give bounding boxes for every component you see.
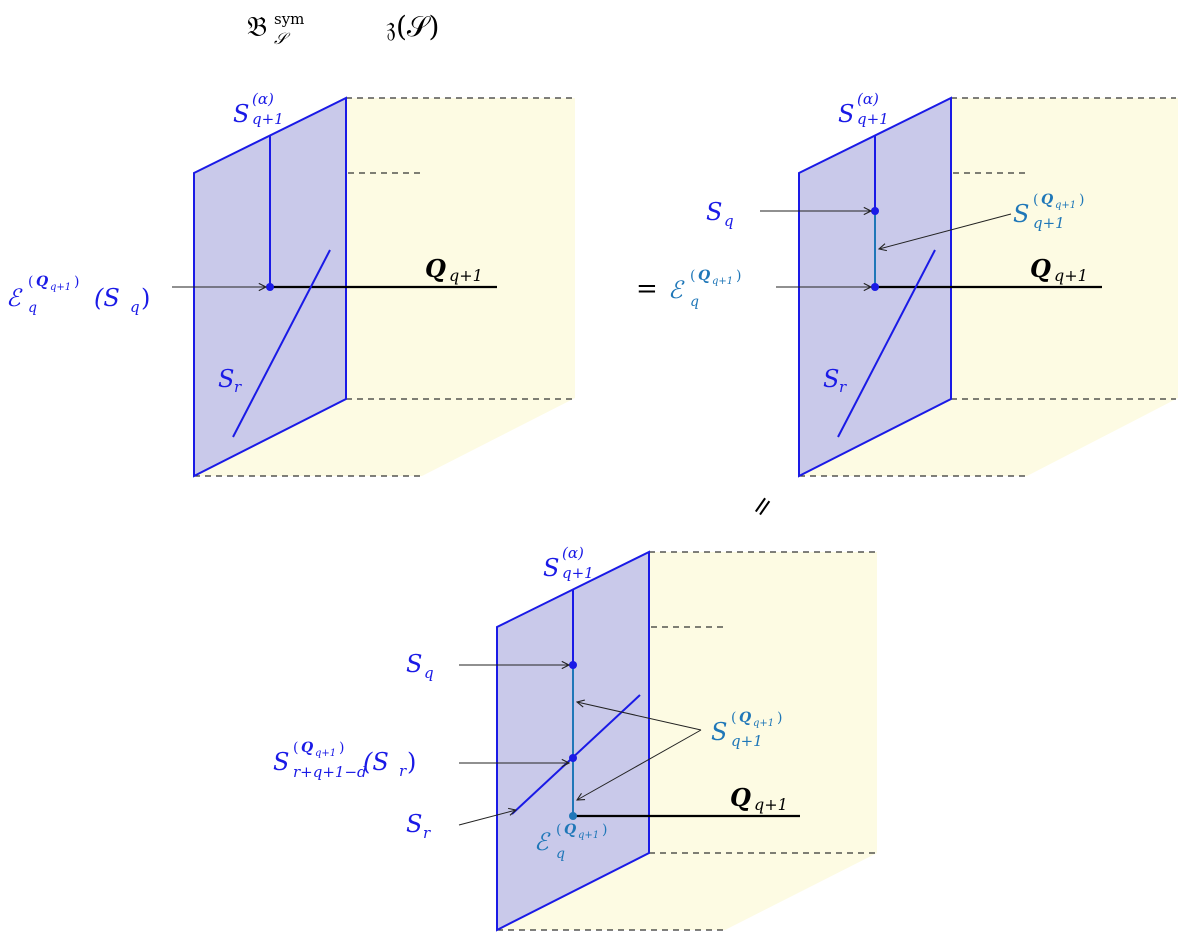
arrow-Sr [458, 810, 516, 826]
label-E-arg-close: ) [141, 284, 150, 312]
label-SQ-paren-close: ) [1079, 192, 1084, 208]
label-SQr-arg-close: ) [407, 748, 416, 776]
line-S-r [837, 249, 936, 438]
label-E-Q-sub: q+1 [50, 282, 71, 293]
arrow-SQ [879, 213, 1012, 249]
label-alpha-sup: (α) [252, 90, 274, 108]
label-E: ℰ [534, 828, 551, 856]
label-SQ-Q: Q [1041, 192, 1053, 208]
label-SQ-sub: q+1 [1033, 214, 1065, 232]
label-E-sub: q [556, 846, 565, 862]
label-E: ℰ [6, 284, 23, 312]
line-S-r [232, 249, 331, 438]
label-E-paren-open: ( [690, 268, 695, 284]
arrow-SQ-lower [577, 729, 702, 800]
arrow-SQ-upper [577, 702, 702, 731]
label-Sr-sub: r [839, 378, 847, 396]
label-Q-sub: q+1 [449, 266, 483, 285]
label-E-Q: Q [36, 274, 48, 290]
label-SQr-arg-sub: r [399, 762, 407, 780]
label-q1-sub: q+1 [562, 564, 594, 582]
label-E-paren-close: ) [74, 274, 79, 290]
label-Q-sub: q+1 [754, 795, 788, 814]
label-Sq: S [706, 198, 722, 226]
header: 𝔅 sym 𝒮 𝔷(𝒮) [247, 10, 439, 48]
line-S-r [511, 694, 641, 815]
label-Sr: S [823, 365, 839, 393]
equals-sign: = [636, 274, 658, 304]
label-Sq: S [406, 650, 422, 678]
junction-point [569, 812, 577, 820]
panel-bottom: S (α) q+1 S q S ( Q q+1 ) r+q+1−d (S r )… [273, 544, 877, 932]
label-E-sub: q [690, 294, 699, 310]
label-SQr-paren-close: ) [339, 740, 344, 756]
label-E-paren-close: ) [602, 822, 607, 838]
label-SQ-Q: Q [739, 710, 751, 726]
slanted-equals-sign: = [744, 489, 781, 524]
label-E-sub: q [28, 300, 37, 316]
label-Sr-sub: r [234, 378, 242, 396]
label-SQ: S [711, 718, 727, 746]
panel-top-right: S (α) q+1 S q S ( Q q+1 ) q+1 Q q+1 ℰ q … [668, 90, 1178, 478]
label-Q: Q [1030, 254, 1051, 283]
junction-point [266, 283, 274, 291]
label-E: ℰ [668, 276, 685, 304]
label-Q: Q [730, 783, 751, 812]
label-Q-sub: q+1 [1054, 266, 1088, 285]
label-SQr: S [273, 748, 289, 776]
label-E-arg: (S [94, 284, 120, 312]
point-Sq [569, 661, 577, 669]
label-Sr-sub: r [423, 824, 431, 842]
label-SQ-Q-sub: q+1 [753, 718, 774, 729]
label-SQ-paren-open: ( [731, 710, 736, 726]
label-SQ: S [1013, 200, 1029, 228]
label-alpha-sup: (α) [562, 544, 584, 562]
label-Sr: S [406, 810, 422, 838]
label-SQr-Q: Q [301, 740, 313, 756]
label-SQ-paren-open: ( [1033, 192, 1038, 208]
junction-point [871, 283, 879, 291]
label-SQr-paren-open: ( [293, 740, 298, 756]
header-left-symbol: 𝔅 [247, 10, 267, 43]
header-left-sub: 𝒮 [274, 29, 291, 48]
label-Q: Q [425, 254, 446, 283]
panel-top-left: S (α) q+1 Q q+1 ℰ q ( Q q+1 ) (S q ) S r [6, 90, 575, 478]
label-Sr: S [218, 365, 234, 393]
label-alpha-sup: (α) [857, 90, 879, 108]
label-E-arg-sub: q [130, 298, 140, 316]
label-S: S [233, 100, 249, 128]
label-S: S [543, 554, 559, 582]
label-E-paren-close: ) [736, 268, 741, 284]
label-SQ-Q-sub: q+1 [1055, 200, 1076, 211]
label-E-paren-open: ( [28, 274, 33, 290]
label-E-Q: Q [698, 268, 710, 284]
label-E-Q: Q [564, 822, 576, 838]
point-intersection [569, 754, 577, 762]
label-SQr-arg: (S [363, 748, 389, 776]
label-SQ-paren-close: ) [777, 710, 782, 726]
label-Sq-sub: q [724, 212, 734, 230]
label-q1-sub: q+1 [857, 110, 889, 128]
header-left-sup: sym [274, 10, 304, 28]
label-S: S [838, 100, 854, 128]
label-E-Q-sub: q+1 [578, 830, 599, 841]
label-E-Q-sub: q+1 [712, 276, 733, 287]
label-SQ-sub: q+1 [731, 732, 763, 750]
point-Sq [871, 207, 879, 215]
header-right-symbol: 𝔷(𝒮) [386, 10, 439, 43]
label-SQr-Q-sub: q+1 [315, 748, 336, 759]
label-SQr-sub: r+q+1−d [293, 763, 367, 781]
label-Sq-sub: q [424, 664, 434, 682]
label-E-paren-open: ( [556, 822, 561, 838]
label-q1-sub: q+1 [252, 110, 284, 128]
